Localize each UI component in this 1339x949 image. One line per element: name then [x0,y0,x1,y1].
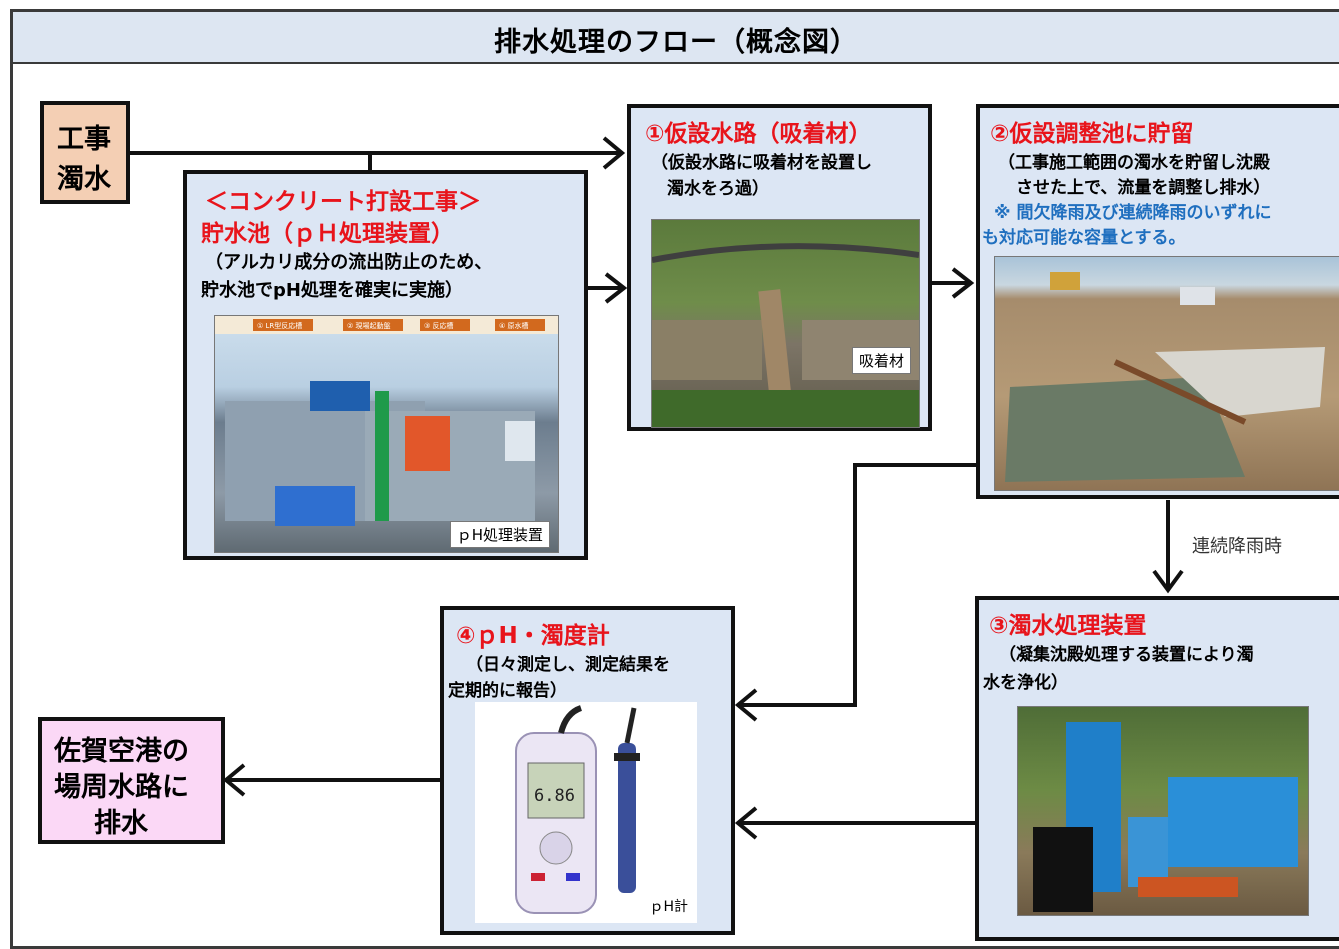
arrow-step2-to-step4 [740,463,976,707]
step1-heading: ①仮設水路（吸着材） [645,121,872,147]
step1-desc1: （仮設水路に吸着材を設置し [651,153,872,173]
step4-desc2: 定期的に報告） [448,681,567,701]
step3-heading: ③濁水処理装置 [989,613,1147,639]
destination-line2: 場周水路に [54,772,189,803]
concrete-desc2: 貯水池でpH処理を確実に実施） [201,280,463,301]
ph-treatment-photo: ① LR型反応槽 ② 現場起動盤 ③ 反応槽 ④ 原水槽 ｐH処理装置 [214,315,559,553]
step2-heading: ②仮設調整池に貯留 [990,121,1194,147]
adsorbent-channel-photo: 吸着材 [651,219,920,428]
step3-box: ③濁水処理装置 （凝集沈殿処理する装置により濁 水を浄化） [975,596,1339,941]
step3-desc1: （凝集沈殿処理する装置により濁 [999,645,1254,665]
step4-box: ④ｐH・濁度計 （日々測定し、測定結果を 定期的に報告） 6.86 ｐH計 [440,606,735,935]
step2-note2: も対応可能な容量とする。 [982,228,1186,248]
destination-line1: 佐賀空港の [54,736,189,767]
title-bar: 排水処理のフロー（概念図） [13,12,1339,64]
step3-desc2: 水を浄化） [983,673,1068,693]
source-box: 工事 濁水 [40,101,130,204]
step1-box: ①仮設水路（吸着材） （仮設水路に吸着材を設置し 濁水をろ過） 吸着材 [627,104,932,431]
step2-note1: ※ 間欠降雨及び連続降雨のいずれに [994,203,1272,223]
photo-label-3: ③ 反応槽 [424,321,454,330]
step1-desc2: 濁水をろ過） [667,179,769,199]
diagram-title: 排水処理のフロー（概念図） [494,27,858,58]
concrete-heading2: 貯水池（ｐＨ処理装置） [201,221,454,247]
ph-meter-caption: ｐH計 [649,899,688,915]
regulation-pond-photo [994,256,1339,491]
destination-box: 佐賀空港の 場周水路に 排水 [38,717,225,844]
meter-reading: 6.86 [534,786,575,806]
step4-desc1: （日々測定し、測定結果を [466,655,670,675]
step2-box: ②仮設調整池に貯留 （工事施工範囲の濁水を貯留し沈殿 させた上で、流量を調整し排… [976,104,1339,499]
destination-line3: 排水 [94,808,148,839]
photo-label-4: ④ 原水槽 [499,321,529,330]
step2-desc2: させた上で、流量を調整し排水） [1016,178,1271,198]
step2-desc1: （工事施工範囲の濁水を貯留し沈殿 [998,153,1270,173]
ph-meter-photo: 6.86 ｐH計 [475,702,697,923]
source-line2: 濁水 [57,164,111,195]
photo-label-1: ① LR型反応槽 [257,321,302,330]
concrete-desc1: （アルカリ成分の流出防止のため、 [205,252,493,273]
concrete-heading1: ＜コンクリート打設工事＞ [205,189,481,215]
continuous-rain-label: 連続降雨時 [1192,536,1282,557]
turbid-water-plant-photo [1017,706,1309,916]
ph-treatment-caption: ｐH処理装置 [449,521,550,548]
concrete-box: ＜コンクリート打設工事＞ 貯水池（ｐＨ処理装置） （アルカリ成分の流出防止のため… [183,170,588,560]
source-line1: 工事 [57,124,111,155]
step4-heading: ④ｐH・濁度計 [456,623,610,649]
adsorbent-caption: 吸着材 [851,347,911,374]
photo-label-2: ② 現場起動盤 [347,321,391,330]
